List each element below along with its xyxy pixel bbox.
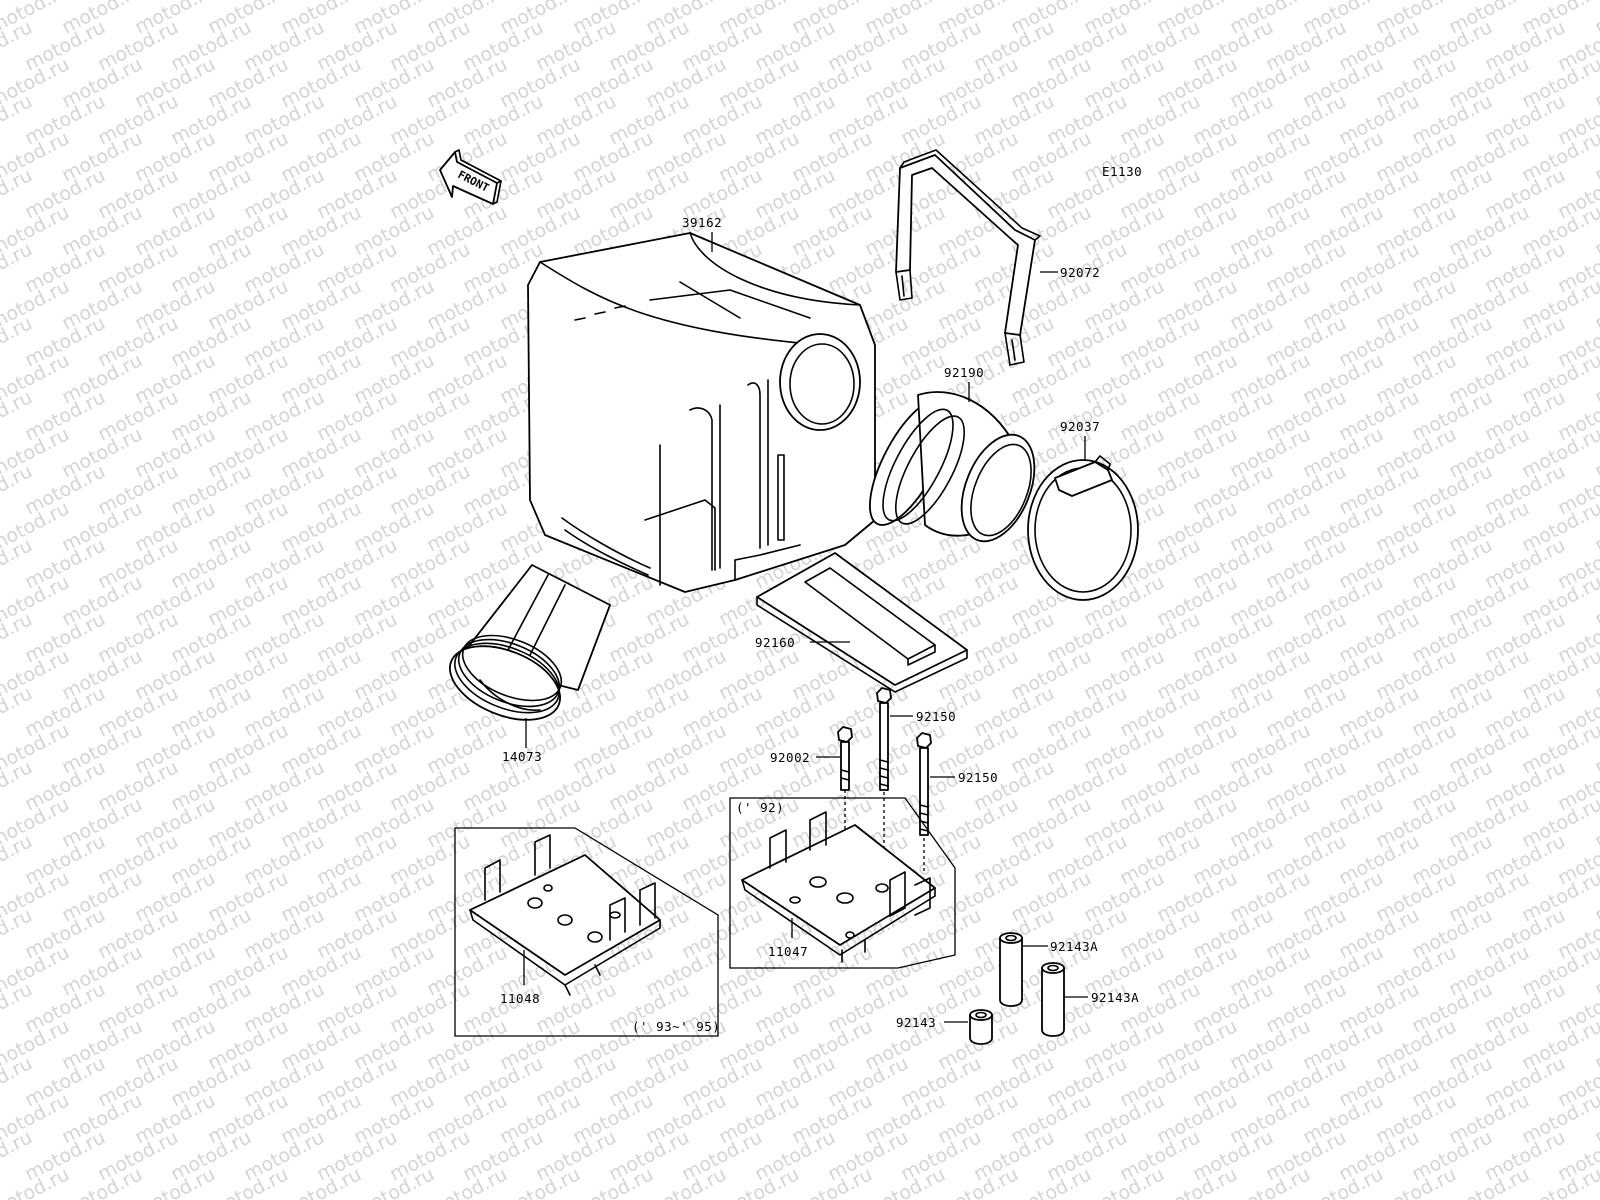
front-arrow-icon: FRONT — [439, 149, 502, 205]
bolt-92002 — [837, 726, 853, 791]
variant-93-95-group: (' 93~' 95) 11048 — [454, 827, 720, 1037]
label-92072: 92072 — [1060, 265, 1100, 280]
strap — [895, 149, 1041, 366]
duct-boot — [869, 391, 1036, 543]
label-11047: 11047 — [768, 944, 808, 959]
bracket-11048 — [469, 834, 661, 996]
label-92037: 92037 — [1060, 419, 1100, 434]
label-92150-a: 92150 — [916, 709, 956, 724]
label-92143A-b: 92143A — [1091, 990, 1139, 1005]
label-11048: 11048 — [500, 991, 540, 1006]
air-cleaner-housing — [527, 232, 876, 593]
label-92190: 92190 — [944, 365, 984, 380]
bolt-92150-b — [916, 732, 932, 836]
bolt-92150-a — [876, 687, 892, 791]
label-92143: 92143 — [896, 1015, 936, 1030]
collar-92143A-b — [1041, 962, 1065, 1037]
air-filter-element — [756, 552, 968, 693]
watermark-text: motod.ru — [1591, 0, 1600, 38]
bracket-11047 — [741, 811, 936, 963]
hose-clamp — [1027, 455, 1139, 601]
variant-92-group: (' 92) 11047 — [729, 797, 956, 969]
label-92150-b: 92150 — [958, 770, 998, 785]
label-14073: 14073 — [502, 749, 542, 764]
inlet-funnel — [449, 564, 611, 721]
label-92160: 92160 — [755, 635, 795, 650]
label-92143A-a: 92143A — [1050, 939, 1098, 954]
diagram-code: E1130 — [1102, 164, 1142, 179]
label-92002: 92002 — [770, 750, 810, 765]
collar-92143 — [969, 1009, 993, 1045]
label-39162: 39162 — [682, 215, 722, 230]
collar-92143A-a — [999, 932, 1023, 1007]
variant-93-95-label: (' 93~' 95) — [632, 1019, 720, 1034]
variant-92-label: (' 92) — [736, 800, 784, 815]
